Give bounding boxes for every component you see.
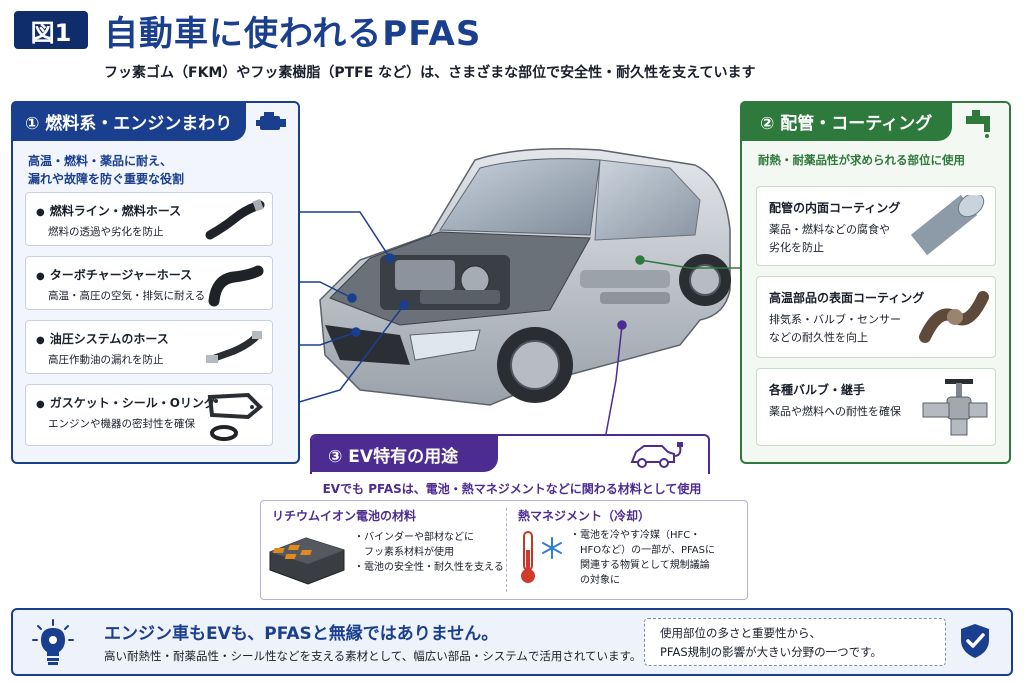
hydraulic-hose-icon: [206, 331, 262, 363]
note-text: 使用部位の多さと重要性から、 PFAS規制の影響が大きい分野の一つです。: [660, 626, 883, 659]
car-illustration: [319, 148, 731, 406]
ev-divider: [506, 508, 507, 592]
summary-text: 高い耐熱性・耐薬品性・シール性などを支える素材として、幅広い部品・システムで活用…: [104, 649, 642, 663]
hydraulic-hose-item: 油圧システムのホース 高圧作動油の漏れを防止: [25, 320, 273, 374]
shield-check-icon: [961, 624, 989, 658]
faucet-icon: [966, 110, 990, 138]
fuel-engine-panel-title: ① 燃料系・エンジンまわり: [11, 101, 246, 141]
exhaust-manifold-icon: [919, 291, 989, 343]
valve-item: 各種バルブ・継手 薬品や燃料への耐性を確保: [756, 368, 996, 446]
pipe-coating-item: 配管の内面コーティング 薬品・燃料などの腐食や 劣化を防止: [756, 186, 996, 266]
summary-title: エンジン車もEVも、PFASと無縁ではありません。: [104, 624, 499, 644]
hose-icon: [205, 198, 265, 240]
battery-pack-icon: [269, 537, 345, 585]
lightbulb-icon: [32, 619, 74, 665]
engine-icon: [256, 112, 286, 130]
gasket-item: ガスケット・シール・Oリング エンジンや機器の密封性を確保: [25, 384, 273, 446]
turbo-hose-item: ターボチャージャーホース 高温・高圧の空気・排気に耐える: [25, 256, 273, 310]
page-subtitle: フッ素ゴム（FKM）やフッ素樹脂（PTFE など）は、さまざまな部位で安全性・耐…: [104, 65, 756, 81]
thermal-bullets: ・電池を冷やす冷媒（HFC・ HFOなど）の一部が、PFASに 関連する物質とし…: [570, 530, 715, 586]
piping-coating-description: 耐熱・耐薬品性が求められる部位に使用: [758, 153, 965, 167]
page-title: 自動車に使われるPFAS: [104, 14, 482, 54]
battery-bullets: ・バインダーや部材などに フッ素系材料が使用 ・電池の安全性・耐久性を支える: [354, 532, 504, 573]
surface-coating-item: 高温部品の表面コーティング 排気系・バルブ・センサー などの耐久性を向上: [756, 276, 996, 358]
battery-title: リチウムイオン電池の材料: [272, 509, 417, 523]
gasket-icon: [207, 392, 263, 441]
figure-badge: 図1: [14, 11, 88, 49]
piping-coating-panel-title: ② 配管・コーティング: [740, 101, 952, 141]
thermometer-snowflake-icon: [521, 531, 562, 583]
ev-panel-title: ③ EV特有の用途: [312, 436, 498, 472]
thermal-title: 熱マネジメント（冷却）: [518, 509, 651, 523]
fuel-engine-description: 高温・燃料・薬品に耐え、 漏れや故障を防ぐ重要な役割: [28, 154, 185, 186]
ev-description: EVでも PFASは、電池・熱マネジメントなどに関わる材料として使用: [322, 482, 702, 496]
note-box: [644, 618, 946, 666]
ev-car-icon: [630, 442, 683, 468]
valve-icon: [922, 379, 988, 436]
pipe-icon: [911, 195, 985, 256]
fuel-hose-item: 燃料ライン・燃料ホース 燃料の透過や劣化を防止: [25, 192, 273, 246]
turbo-hose-icon: [208, 265, 264, 307]
